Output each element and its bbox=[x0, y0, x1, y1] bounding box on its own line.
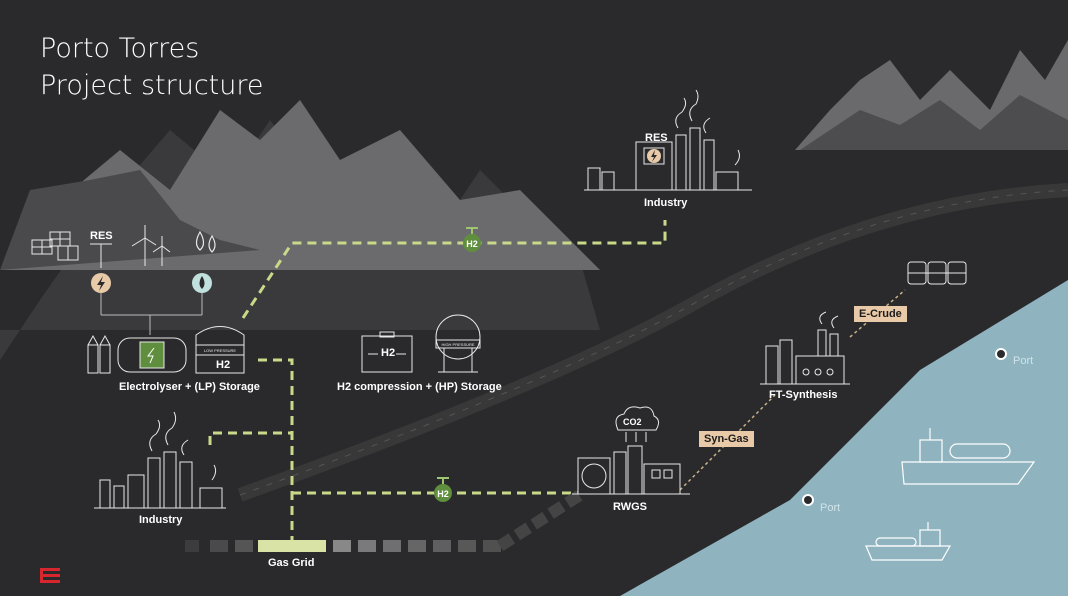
industry-label-top: Industry bbox=[644, 197, 688, 209]
syn-gas-tag: Syn-Gas bbox=[699, 431, 754, 447]
h2-compression-icon bbox=[361, 331, 413, 373]
mountains-right bbox=[795, 40, 1068, 150]
res-label-left: RES bbox=[90, 230, 113, 242]
res-connectors bbox=[100, 293, 203, 335]
title-line-2: Project structure bbox=[40, 70, 264, 101]
h2-compression-box-label: H2 bbox=[381, 347, 396, 359]
gas-grid bbox=[185, 489, 584, 552]
wind-turbine-icon bbox=[131, 225, 171, 266]
high-pressure-label: HIGH PRESSURE bbox=[441, 342, 474, 347]
res-label-top: RES bbox=[645, 132, 668, 144]
port-marker-upper bbox=[995, 348, 1007, 360]
port-label-lower: Port bbox=[820, 502, 841, 514]
lightning-icon bbox=[91, 273, 111, 293]
solar-panel-icon bbox=[31, 231, 79, 261]
co2-label: CO2 bbox=[623, 417, 642, 427]
e-crude-tag: E-Crude bbox=[854, 306, 907, 322]
ft-synthesis-plant-icon bbox=[760, 311, 850, 385]
rwgs-label: RWGS bbox=[613, 501, 648, 513]
electrolyser-icon bbox=[87, 334, 187, 374]
sea bbox=[620, 280, 1068, 596]
barrel-icon bbox=[907, 261, 967, 285]
res-pole-icon bbox=[90, 243, 112, 268]
water-drop-icon bbox=[195, 230, 216, 253]
page-title: Porto Torres Project structure bbox=[40, 30, 264, 104]
valve-icon-lower bbox=[434, 477, 452, 502]
factory-icon bbox=[584, 89, 752, 191]
cloud-icon bbox=[615, 406, 660, 442]
hp-storage-icon bbox=[435, 314, 481, 373]
tank-icon bbox=[195, 326, 245, 374]
ship-icon bbox=[901, 428, 1036, 485]
h2-tank-label: H2 bbox=[216, 359, 231, 371]
port-marker-lower bbox=[802, 494, 814, 506]
rwgs-plant-icon bbox=[572, 445, 690, 495]
gas-grid-label: Gas Grid bbox=[268, 557, 315, 569]
lightning-icon-top bbox=[647, 149, 661, 163]
logo-icon bbox=[40, 568, 60, 583]
water-circle-icon bbox=[192, 273, 212, 293]
mountains-left bbox=[0, 100, 600, 360]
factory-icon-left bbox=[94, 411, 226, 509]
valve-label-upper: H2 bbox=[466, 239, 478, 249]
valve-icon bbox=[463, 227, 481, 252]
title-line-1: Porto Torres bbox=[40, 33, 200, 64]
industry-label-left: Industry bbox=[139, 514, 183, 526]
ft-synthesis-label: FT-Synthesis bbox=[769, 389, 838, 401]
port-label-upper: Port bbox=[1013, 355, 1034, 367]
electrolyser-label: Electrolyser + (LP) Storage bbox=[119, 381, 260, 393]
ship-icon-small bbox=[865, 522, 952, 561]
valve-label-lower: H2 bbox=[437, 489, 449, 499]
low-pressure-label: LOW PRESSURE bbox=[204, 348, 237, 353]
h2-compression-label: H2 compression + (HP) Storage bbox=[337, 381, 502, 393]
